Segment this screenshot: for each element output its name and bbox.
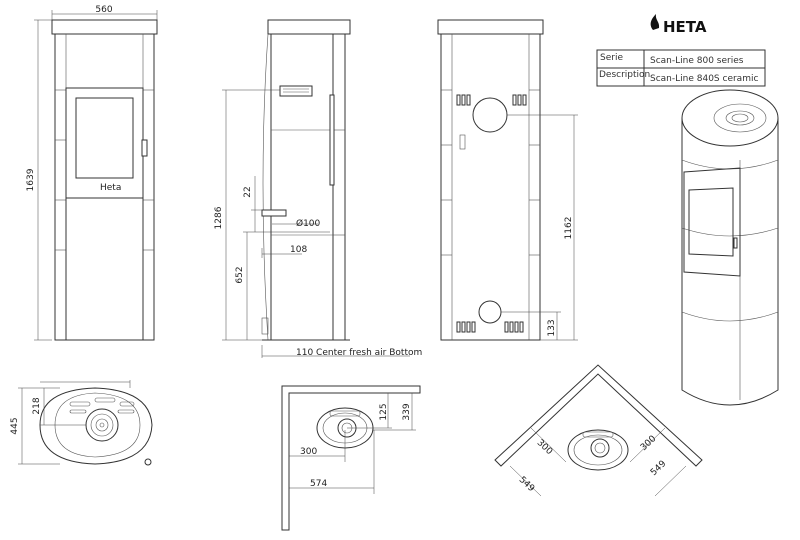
top-center-label: 218 [32, 397, 42, 414]
corner-left-a-label: 300 [535, 438, 555, 457]
title-row2-label: Description [599, 70, 650, 80]
front-door-handle [141, 139, 148, 157]
wall-outline [281, 385, 421, 531]
top-depth-label: 445 [10, 417, 20, 434]
wall-view: 300 574 125 339 [281, 385, 421, 531]
back-height-label: 1162 [564, 217, 574, 240]
front-badge: Heta [100, 183, 121, 193]
side-flue-outlet [279, 85, 313, 97]
side-inlet-height-label: 652 [235, 266, 245, 283]
side-body [270, 33, 334, 341]
brand-name: HETA [663, 18, 707, 36]
side-caption: 110 Center fresh air Bottom [296, 348, 422, 358]
side-offset-label: 22 [243, 186, 253, 197]
back-bottom-label: 133 [547, 319, 557, 336]
top-view: 445 218 [10, 380, 153, 466]
wall-center-a-label: 125 [379, 403, 389, 420]
front-lower-panel [65, 197, 144, 341]
wall-side-label: 300 [300, 447, 317, 457]
corner-right-a-label: 300 [639, 434, 659, 453]
back-top-plate [437, 19, 544, 35]
back-view: 1162 133 [437, 19, 578, 341]
title-row1-label: Serie [600, 53, 623, 63]
stove-3d-top [681, 89, 779, 147]
side-depth-offset-label: 108 [290, 245, 307, 255]
side-top-plate [267, 19, 351, 35]
front-door [65, 87, 144, 199]
side-diameter-label: Ø100 [296, 218, 321, 229]
front-door-glass [75, 97, 134, 179]
corner-walls [494, 364, 703, 467]
title-row2-value: Scan-Line 840S ceramic [650, 74, 758, 84]
corner-view: 300 549 300 549 [494, 364, 703, 497]
front-width-label: 560 [95, 5, 112, 15]
title-block: Serie Scan-Line 800 series Description S… [596, 49, 766, 87]
wall-depth-label: 574 [310, 479, 327, 489]
side-view: 1286 652 22 Ø100 108 110 Center fresh ai… [214, 19, 422, 358]
brand-logo: HETA [650, 14, 707, 36]
back-air-inlet [478, 300, 502, 324]
side-total-height-label: 1286 [214, 206, 224, 229]
back-body [440, 33, 541, 341]
side-fresh-air-pipe [261, 209, 287, 217]
front-view: 560 1639 Heta [26, 5, 158, 341]
wall-center-b-label: 339 [402, 403, 412, 420]
corner-right-b-label: 549 [649, 459, 669, 478]
front-top-plate [51, 19, 158, 35]
title-row1-value: Scan-Line 800 series [650, 56, 744, 66]
front-height-label: 1639 [26, 168, 36, 191]
stove-3d-view [681, 89, 779, 406]
back-flue-circle [472, 97, 508, 133]
corner-left-b-label: 549 [517, 475, 537, 494]
flame-icon [650, 14, 660, 30]
